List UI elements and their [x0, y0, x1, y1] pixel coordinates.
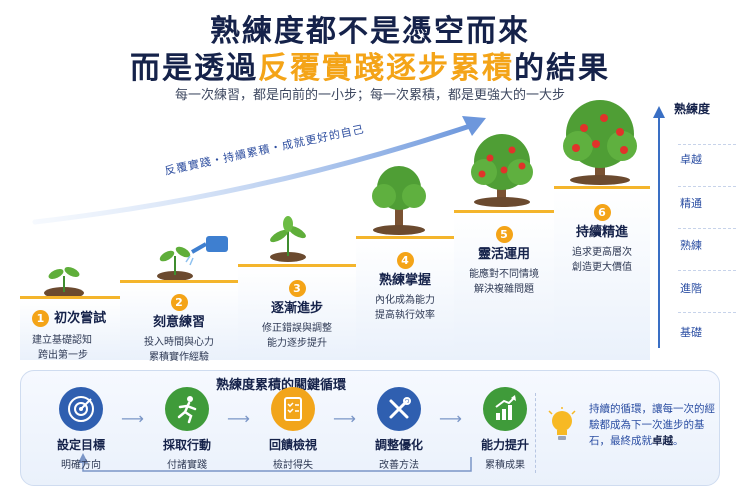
cycle-divider	[535, 393, 536, 473]
running-person-icon	[165, 387, 209, 431]
target-icon	[59, 387, 103, 431]
arrow-right-icon: ⟶	[439, 409, 462, 428]
scale-divider	[678, 144, 736, 145]
step-1: 1 初次嘗試 建立基礎認知 跨出第一步	[20, 296, 120, 361]
cycle-node-desc: 改善方法	[379, 460, 419, 471]
step-4: 4 熟練掌握 內化成為能力 提高執行效率	[356, 236, 454, 360]
step-6: 6 持續精進 追求更高層次 創造更大價值	[554, 186, 650, 360]
cycle-node-set-goal: 設定目標 明確方向	[31, 387, 131, 471]
cycle-node-title: 調整優化	[374, 438, 423, 452]
step-number: 1	[32, 310, 49, 327]
step-desc: 解決複雜問題	[474, 284, 534, 295]
scale-level: 進階	[680, 282, 702, 295]
step-desc: 能應對不同情境	[469, 269, 539, 280]
tools-icon	[377, 387, 421, 431]
arrow-right-icon: ⟶	[333, 409, 356, 428]
step-desc: 建立基礎認知	[32, 335, 92, 346]
scale-level: 卓越	[680, 153, 702, 166]
young-plant-icon	[270, 216, 306, 262]
step-desc: 追求更高層次	[572, 247, 632, 258]
cycle-node-title: 能力提升	[480, 438, 529, 452]
cycle-node-title: 設定目標	[56, 438, 105, 452]
step-desc: 能力逐步提升	[267, 338, 327, 349]
step-title: 初次嘗試	[54, 311, 107, 326]
small-tree-icon	[372, 166, 426, 235]
step-title: 刻意練習	[152, 315, 205, 330]
page-title-line2: 而是透過反覆實踐逐步累積的結果	[0, 43, 740, 87]
cycle-node-take-action: 採取行動 付諸實踐	[137, 387, 237, 471]
step-desc: 提高執行效率	[375, 310, 435, 321]
progress-illustration	[32, 100, 637, 299]
watering-can-icon	[157, 236, 228, 281]
subtitle: 每一次練習，都是向前的一小步；每一次累積，都是更強大的一大步	[174, 88, 565, 103]
tip-bold: 卓越	[652, 435, 673, 447]
sprout-icon	[44, 267, 84, 299]
cycle-node-feedback: 回饋檢視 檢討得失	[243, 387, 343, 471]
scale-level: 精通	[680, 197, 702, 210]
cycle-title: 熟練度累積的關鍵循環	[215, 378, 346, 393]
scale-divider	[678, 270, 736, 271]
scale-divider	[678, 312, 736, 313]
step-2: 2 刻意練習 投入時間與心力 累積實作經驗	[120, 280, 238, 363]
step-desc: 投入時間與心力	[144, 337, 214, 348]
arrow-right-icon: ⟶	[227, 409, 250, 428]
cycle-node-title: 採取行動	[162, 438, 211, 452]
growth-arrow-head	[462, 116, 486, 136]
scale-title: 熟練度	[674, 102, 711, 116]
fruit-tree-icon	[471, 134, 533, 207]
arrow-right-icon: ⟶	[121, 409, 144, 428]
scale-level: 基礎	[680, 326, 702, 339]
title-highlight: 反覆實踐逐步累積	[258, 51, 514, 86]
title-suffix: 的結果	[514, 51, 610, 86]
cycle-node-desc: 明確方向	[61, 460, 101, 471]
step-number: 5	[495, 226, 513, 243]
step-3: 3 逐漸進步 修正錯誤與調整 能力逐步提升	[238, 264, 356, 360]
cycle-node-desc: 累積成果	[485, 460, 525, 471]
cycle-node-improve: 能力提升 累積成果	[455, 387, 555, 471]
tip-text: 持續的循環，讓每一次的經驗都成為下一次進步的基石，最終成就	[589, 403, 715, 447]
checklist-icon	[271, 387, 315, 431]
step-5: 5 靈活運用 能應對不同情境 解決複雜問題	[454, 210, 554, 360]
step-desc: 創造更大價值	[572, 262, 632, 273]
title-prefix: 而是透過	[130, 51, 258, 86]
tip-end: 。	[673, 435, 684, 447]
scale-divider	[678, 186, 736, 187]
page-title: 熟練度都不是憑空而來	[210, 14, 530, 49]
cycle-node-desc: 付諸實踐	[167, 460, 207, 471]
step-number: 4	[396, 252, 414, 269]
growth-arrow	[32, 123, 473, 225]
large-fruit-tree-icon	[563, 100, 637, 185]
cycle-node-title: 回饋檢視	[268, 438, 317, 452]
step-title: 持續精進	[575, 225, 628, 240]
key-cycle-panel: 熟練度累積的關鍵循環 設定目標 明確方向 ⟶ 採取行動 付諸實踐 ⟶ 回饋檢視 …	[20, 370, 720, 486]
step-title: 靈活運用	[477, 247, 530, 262]
scale-arrow-icon	[653, 106, 665, 348]
step-title: 逐漸進步	[270, 301, 323, 316]
cycle-node-optimize: 調整優化 改善方法	[349, 387, 449, 471]
cycle-return-arrow	[78, 453, 472, 472]
scale-level: 熟練	[680, 239, 702, 252]
growth-chart-icon	[483, 387, 527, 431]
step-number: 6	[593, 204, 611, 221]
step-title: 熟練掌握	[378, 273, 431, 288]
cycle-tip: 持續的循環，讓每一次的經驗都成為下一次進步的基石，最終成就卓越。	[589, 401, 715, 449]
lightbulb-icon	[548, 407, 576, 440]
step-number: 3	[288, 280, 306, 297]
step-desc: 跨出第一步	[38, 350, 88, 361]
step-desc: 內化成為能力	[375, 295, 435, 306]
step-desc: 修正錯誤與調整	[262, 323, 332, 334]
step-desc: 累積實作經驗	[149, 352, 209, 363]
cycle-node-desc: 檢討得失	[273, 460, 313, 471]
step-number: 2	[170, 294, 188, 311]
proficiency-scale: 熟練度 卓越 精通 熟練 進階 基礎	[632, 98, 740, 354]
scale-divider	[678, 228, 736, 229]
